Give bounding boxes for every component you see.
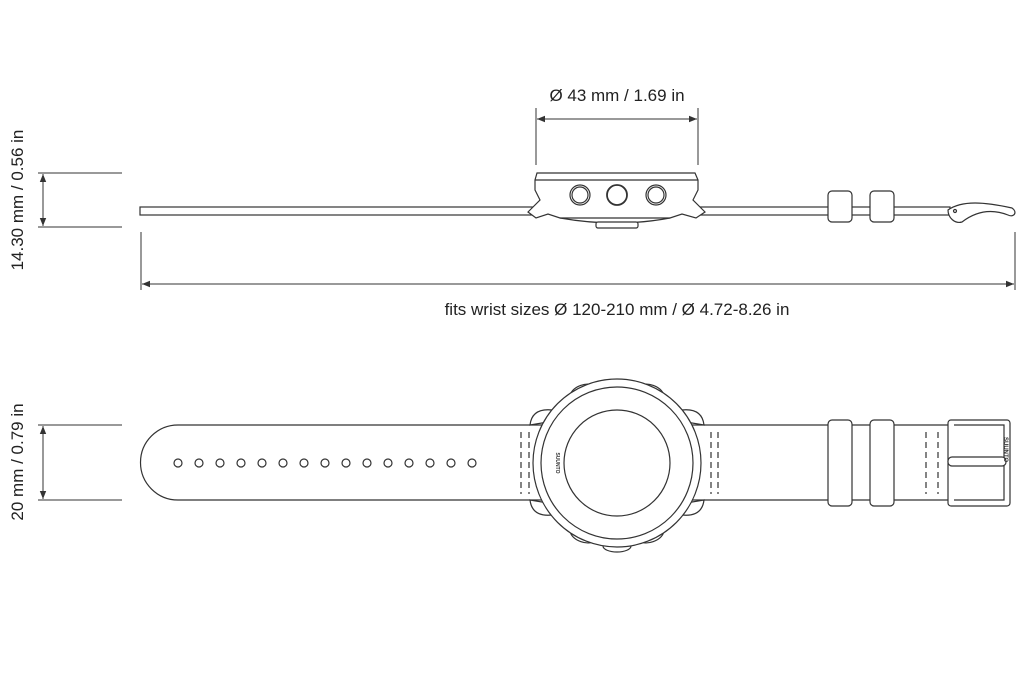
keeper-front: [827, 419, 853, 507]
case-thickness-label: 14.30 mm / 0.56 in: [8, 129, 27, 271]
strap-width-label: 20 mm / 0.79 in: [8, 403, 27, 521]
case-diameter-label: Ø 43 mm / 1.69 in: [549, 86, 685, 105]
strap-front-right: [690, 424, 948, 501]
side-view: [139, 172, 1016, 229]
watch-display: [563, 409, 671, 517]
button-icon: [645, 184, 667, 206]
keeper-side: [827, 190, 853, 223]
keeper-side: [869, 190, 895, 223]
wrist-size-label: fits wrist sizes Ø 120-210 mm / Ø 4.72-8…: [444, 300, 790, 319]
keeper-front: [869, 419, 895, 507]
front-view: SUUNTO SUUNTO: [139, 378, 1011, 553]
dial-logo: SUUNTO: [554, 452, 560, 473]
strap-front-left: [139, 424, 545, 501]
buckle-prong: [947, 456, 1007, 467]
dimension-lines: [38, 108, 1016, 501]
strap-side-left: [139, 206, 536, 216]
strap-holes: [173, 458, 477, 468]
buckle-logo: SUUNTO: [1002, 437, 1008, 463]
button-icon: [569, 184, 591, 206]
watch-bezel: [532, 378, 702, 548]
buckle-side: [947, 202, 1016, 223]
button-icon: [606, 184, 628, 206]
strap-side-right: [697, 206, 951, 216]
